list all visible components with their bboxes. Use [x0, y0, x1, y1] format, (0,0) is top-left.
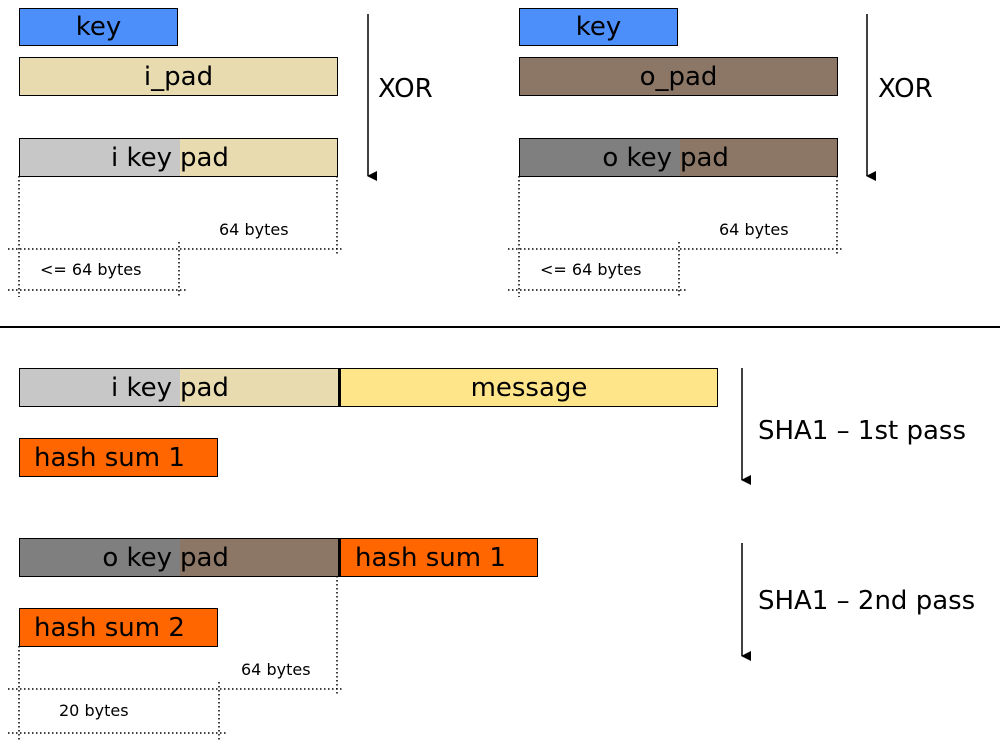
inner-key-pad-box: i key pad — [19, 138, 338, 177]
opad-label: o_pad — [639, 61, 718, 92]
pass1-inner-pad-segment: pad — [180, 369, 338, 406]
pass2-outer-key-label: o key — [102, 542, 172, 573]
size-20-bottom: 20 bytes — [59, 701, 129, 720]
pass2-outer-key-pad-box: o key pad — [19, 538, 339, 577]
outer-pad-label: pad — [680, 142, 729, 173]
opad-box: o_pad — [519, 57, 838, 96]
pass1-inner-key-label: i key — [110, 372, 172, 403]
xor-label-right: XOR — [878, 74, 933, 104]
size-64-right: 64 bytes — [719, 220, 789, 239]
outer-key-label: o key — [602, 142, 672, 173]
key-label: key — [75, 12, 122, 42]
hash-sum-1-label: hash sum 1 — [34, 442, 185, 473]
size-key-left: <= 64 bytes — [40, 260, 142, 279]
key-box-inner: key — [19, 8, 178, 46]
inner-key-label: i key — [110, 142, 172, 173]
inner-pad-segment: pad — [180, 139, 337, 176]
size-64-left: 64 bytes — [219, 220, 289, 239]
message-label: message — [470, 372, 588, 403]
outer-pad-segment: pad — [680, 139, 837, 176]
hash-sum-1-input-label: hash sum 1 — [355, 542, 506, 573]
pass2-outer-pad-segment: pad — [180, 539, 338, 576]
sha1-pass1-label: SHA1 – 1st pass — [758, 416, 966, 446]
outer-key-pad-box: o key pad — [519, 138, 838, 177]
inner-key-segment: i key — [20, 139, 180, 176]
hash-sum-1-input-box: hash sum 1 — [338, 538, 538, 577]
ipad-box: i_pad — [19, 57, 338, 96]
pass1-inner-pad-label: pad — [180, 372, 229, 403]
hash-sum-2-box: hash sum 2 — [19, 608, 218, 647]
hash-sum-1-box: hash sum 1 — [19, 438, 218, 477]
message-box: message — [338, 368, 718, 407]
size-key-right: <= 64 bytes — [540, 260, 642, 279]
hash-sum-2-label: hash sum 2 — [34, 612, 185, 643]
outer-key-segment: o key — [520, 139, 680, 176]
size-64-bottom: 64 bytes — [241, 660, 311, 679]
key-box-outer: key — [519, 8, 678, 46]
pass1-inner-key-pad-box: i key pad — [19, 368, 339, 407]
key-label-outer: key — [575, 12, 622, 42]
sha1-pass2-label: SHA1 – 2nd pass — [758, 586, 976, 616]
inner-pad-label: pad — [180, 142, 229, 173]
pass2-outer-key-segment: o key — [20, 539, 180, 576]
pass1-inner-key-segment: i key — [20, 369, 180, 406]
xor-label-left: XOR — [378, 74, 433, 104]
pass2-outer-pad-label: pad — [180, 542, 229, 573]
ipad-label: i_pad — [143, 61, 214, 92]
